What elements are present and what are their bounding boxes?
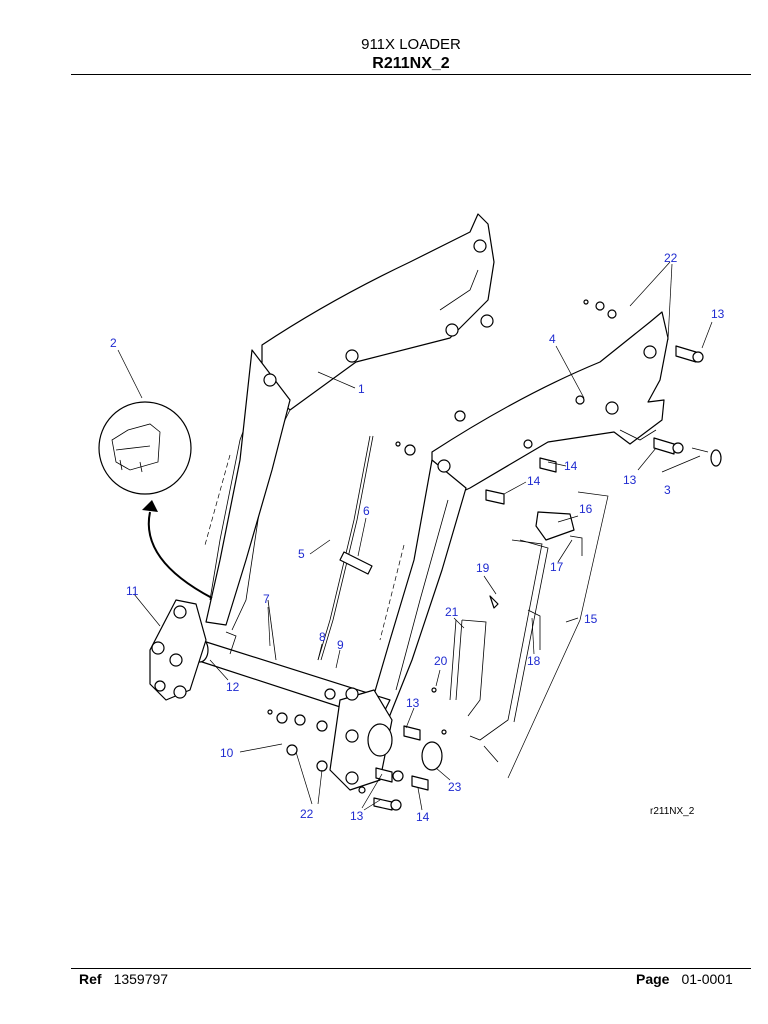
- callout-13a: 13: [711, 307, 725, 321]
- inset-detail: [98, 401, 213, 599]
- callout-5: 5: [298, 547, 305, 561]
- callout-1: 1: [358, 382, 365, 396]
- callouts: 1 2 3 4 5 6 7 8 9 10 11 12 13 13 13 14 1…: [110, 251, 725, 824]
- callout-7: 7: [263, 592, 270, 606]
- callout-22a: 22: [664, 251, 678, 265]
- callout-12: 12: [226, 680, 240, 694]
- callout-22b: 22: [300, 807, 314, 821]
- callout-2: 2: [110, 336, 117, 350]
- footer-page: Page 01-0001: [636, 971, 733, 987]
- callout-14c: 14: [416, 810, 430, 824]
- callout-17: 17: [550, 560, 564, 574]
- callout-3: 3: [664, 483, 671, 497]
- callout-16: 16: [579, 502, 593, 516]
- left-boom-arm: [204, 213, 495, 631]
- callout-13c: 13: [406, 696, 420, 710]
- callout-10: 10: [220, 746, 234, 760]
- callout-14a: 14: [564, 459, 578, 473]
- callout-4: 4: [549, 332, 556, 346]
- right-mount-bracket: [329, 687, 393, 791]
- footer-reference: Ref 1359797: [79, 971, 168, 987]
- callout-6: 6: [363, 504, 370, 518]
- page-title: 911X LOADER: [361, 36, 461, 53]
- right-boom-arm: [365, 311, 669, 723]
- callout-19: 19: [476, 561, 490, 575]
- left-mount-bracket: [149, 599, 207, 701]
- header-divider: [71, 74, 751, 75]
- page-value: 01-0001: [681, 971, 733, 987]
- page-label: Page: [636, 971, 670, 987]
- callout-20: 20: [434, 654, 448, 668]
- hydraulic-lines: [267, 435, 374, 661]
- figure-ref-code: r211NX_2: [650, 806, 695, 817]
- callout-18: 18: [527, 654, 541, 668]
- callout-13b: 13: [623, 473, 637, 487]
- callout-14b: 14: [527, 474, 541, 488]
- callout-11: 11: [126, 584, 139, 598]
- callout-9: 9: [337, 638, 344, 652]
- page-subtitle: R211NX_2: [372, 55, 450, 72]
- callout-15: 15: [584, 612, 598, 626]
- callout-23: 23: [448, 780, 462, 794]
- ref-value: 1359797: [113, 971, 169, 987]
- callout-21: 21: [445, 605, 459, 619]
- callout-8: 8: [319, 630, 326, 644]
- ref-label: Ref: [79, 971, 102, 987]
- footer-divider: [71, 968, 751, 969]
- hardware: [267, 299, 722, 811]
- leader-lines: [117, 261, 713, 811]
- callout-13d: 13: [350, 809, 364, 823]
